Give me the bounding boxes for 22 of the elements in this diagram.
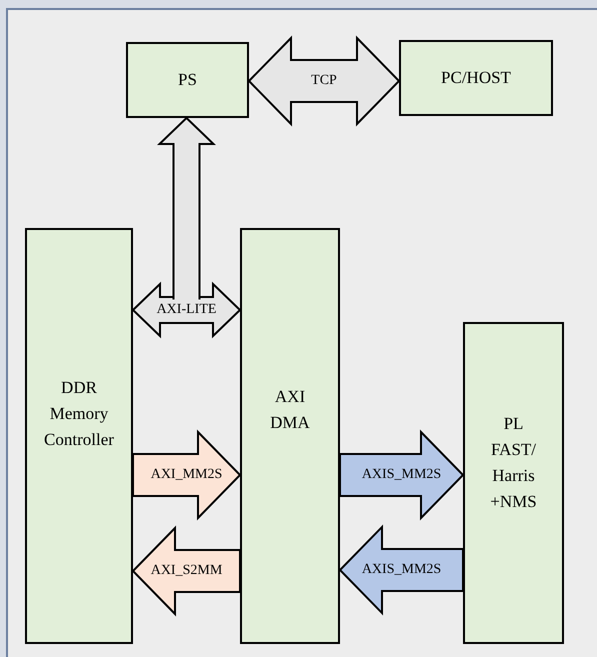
- edge-label: TCP: [311, 74, 337, 88]
- block-arrow: [248, 36, 400, 126]
- block-box: [126, 42, 249, 118]
- block-box: [240, 228, 340, 644]
- edge-label: AXI-LITE: [156, 303, 216, 317]
- block-arrow: [157, 116, 216, 300]
- box-label: PC/HOST: [441, 67, 511, 89]
- block-arrow: [339, 430, 464, 520]
- edge-label: AXIS_MM2S: [362, 468, 442, 482]
- edge-label: AXIS_MM2S: [362, 563, 442, 577]
- block-box: [25, 228, 133, 644]
- edge-label: AXI_S2MM: [150, 564, 222, 578]
- block-box: [399, 40, 553, 116]
- block-arrow: [132, 430, 242, 520]
- box-label: DDR Memory Controller: [43, 377, 115, 451]
- box-label: PS: [178, 69, 197, 91]
- block-arrow: [338, 524, 464, 616]
- box-label: AXI DMA: [269, 386, 311, 434]
- block-box: [463, 322, 564, 644]
- box-label: PL FAST/ Harris +NMS: [489, 413, 538, 513]
- edge-label: AXI_MM2S: [150, 468, 222, 482]
- block-arrow: [132, 526, 241, 616]
